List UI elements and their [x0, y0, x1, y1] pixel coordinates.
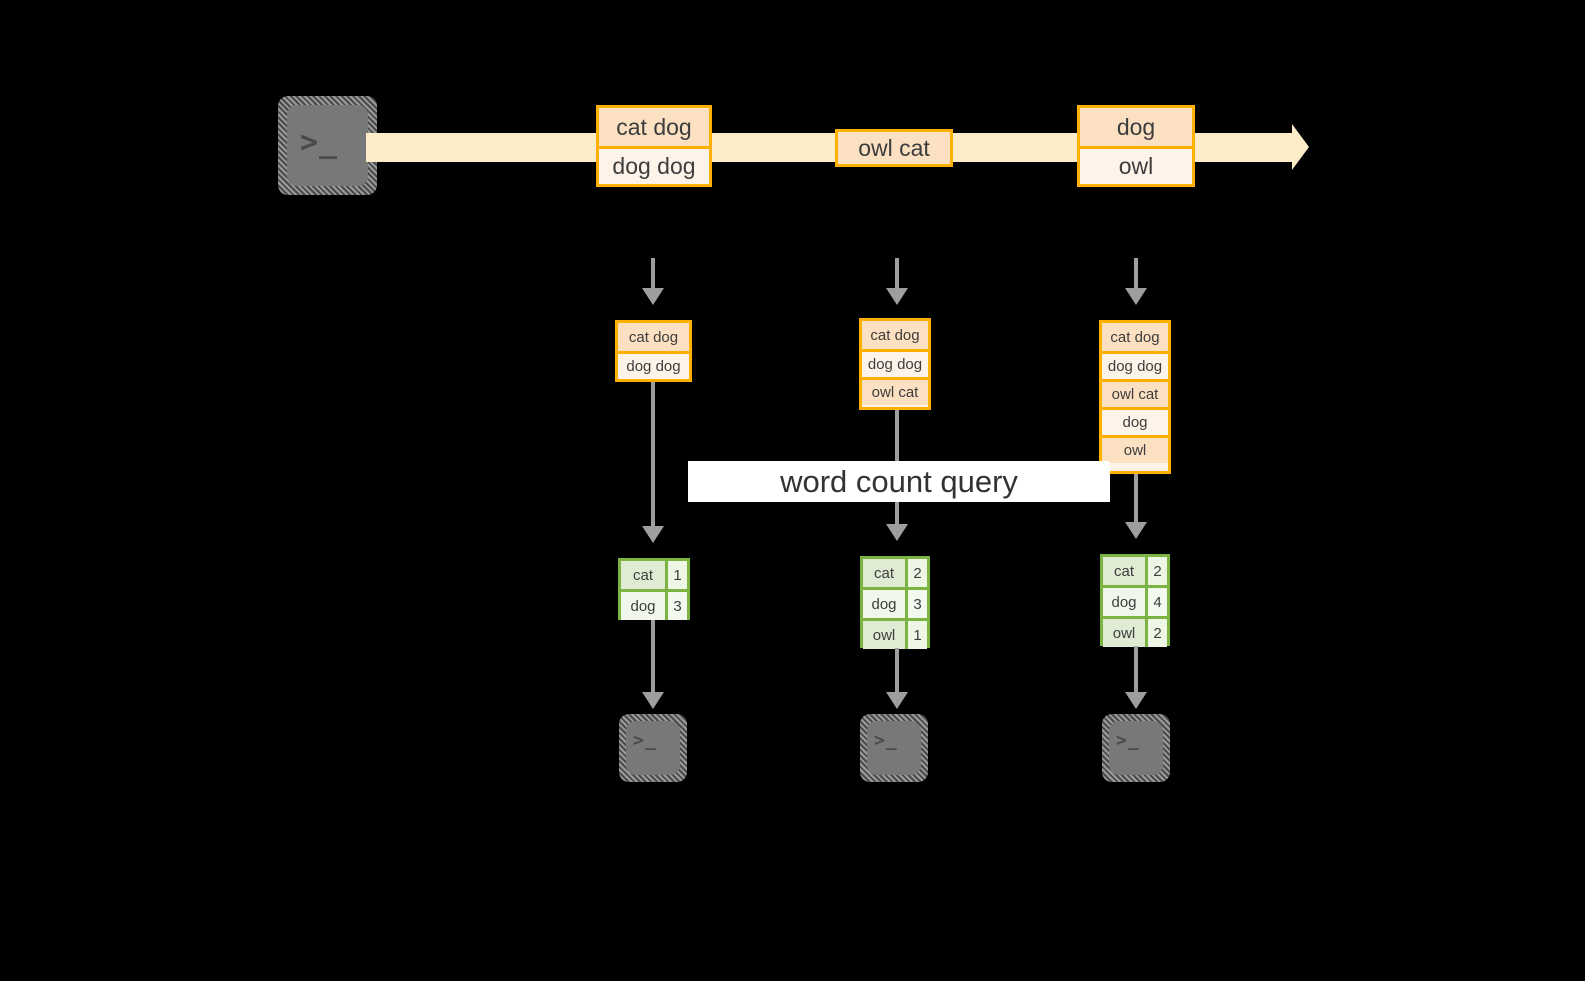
table-cell-count: 3 — [665, 592, 687, 620]
table-cell-word: dog — [863, 590, 905, 618]
table-cell-count: 4 — [1145, 588, 1167, 616]
table-cell-count: 2 — [905, 559, 927, 587]
table-row: dog 4 — [1103, 585, 1167, 616]
table-cell-word: cat — [1103, 557, 1145, 585]
accumulated-line: dog dog — [1102, 351, 1168, 379]
terminal-prompt-glyph: >_ — [1116, 730, 1140, 751]
accumulated-line: cat dog — [1102, 323, 1168, 351]
connector-arrow-col1-lower — [642, 692, 664, 709]
accumulated-line: owl — [1102, 435, 1168, 463]
table-cell-word: owl — [863, 621, 905, 649]
accumulated-messages-col3: cat dog dog dog owl cat dog owl — [1099, 320, 1171, 474]
table-cell-word: owl — [1103, 619, 1145, 647]
terminal-screen — [1109, 721, 1163, 775]
source-terminal-icon: >_ — [278, 96, 377, 195]
result-table-col3: cat 2 dog 4 owl 2 — [1100, 554, 1170, 647]
result-table-col2: cat 2 dog 3 owl 1 — [860, 556, 930, 649]
table-cell-word: cat — [621, 561, 665, 589]
connector-line-col2-lower — [895, 648, 899, 694]
stream-message-1: cat dog dog dog — [596, 105, 712, 187]
dashed-arrow-head-col2 — [886, 288, 908, 305]
table-row: dog 3 — [621, 589, 687, 620]
table-cell-word: cat — [863, 559, 905, 587]
accumulated-line: cat dog — [618, 323, 689, 351]
table-cell-count: 2 — [1145, 619, 1167, 647]
dashed-arrow-head-col3 — [1125, 288, 1147, 305]
table-cell-word: dog — [621, 592, 665, 620]
accumulated-messages-col1: cat dog dog dog — [615, 320, 692, 382]
table-cell-word: dog — [1103, 588, 1145, 616]
connector-line-col3-upper — [1134, 474, 1138, 524]
accumulated-line: cat dog — [862, 321, 928, 349]
accumulated-line: dog dog — [862, 349, 928, 377]
stream-message-2: owl cat — [835, 129, 953, 167]
table-cell-count: 3 — [905, 590, 927, 618]
stream-message-line: dog — [1080, 108, 1192, 146]
terminal-prompt-glyph: >_ — [874, 730, 898, 751]
connector-arrow-col3-upper — [1125, 522, 1147, 539]
terminal-screen — [867, 721, 921, 775]
terminal-prompt-glyph: >_ — [300, 125, 339, 160]
stream-arrow-head — [1292, 124, 1309, 170]
result-table-col1: cat 1 dog 3 — [618, 558, 690, 620]
dashed-arrow-down-icon-col1 — [651, 258, 655, 290]
connector-line-col1-upper — [651, 382, 655, 528]
terminal-screen — [626, 721, 680, 775]
sink-terminal-col2: >_ — [860, 714, 928, 782]
connector-line-col3-lower — [1134, 646, 1138, 694]
connector-line-col1-lower — [651, 620, 655, 694]
stream-message-line: cat dog — [599, 108, 709, 146]
table-cell-count: 1 — [665, 561, 687, 589]
accumulated-line: dog — [1102, 407, 1168, 435]
table-cell-count: 1 — [905, 621, 927, 649]
dashed-arrow-down-icon-col3 — [1134, 258, 1138, 290]
dashed-arrow-down-icon-col2 — [895, 258, 899, 290]
sink-terminal-col1: >_ — [619, 714, 687, 782]
connector-arrow-col2-upper — [886, 524, 908, 541]
terminal-screen — [287, 105, 368, 186]
accumulated-line: owl cat — [1102, 379, 1168, 407]
stream-message-3: dog owl — [1077, 105, 1195, 187]
accumulated-line: owl cat — [862, 377, 928, 405]
sink-terminal-col3: >_ — [1102, 714, 1170, 782]
table-cell-count: 2 — [1145, 557, 1167, 585]
accumulated-messages-col2: cat dog dog dog owl cat — [859, 318, 931, 410]
table-row: owl 1 — [863, 618, 927, 649]
word-count-query-banner: word count query — [688, 461, 1110, 502]
terminal-prompt-glyph: >_ — [633, 730, 657, 751]
connector-arrow-col3-lower — [1125, 692, 1147, 709]
table-row: cat 1 — [621, 561, 687, 589]
table-row: cat 2 — [863, 559, 927, 587]
table-row: cat 2 — [1103, 557, 1167, 585]
dashed-arrow-head-col1 — [642, 288, 664, 305]
connector-arrow-col2-lower — [886, 692, 908, 709]
connector-arrow-col1-upper — [642, 526, 664, 543]
stream-message-line: dog dog — [599, 146, 709, 184]
table-row: dog 3 — [863, 587, 927, 618]
accumulated-line: dog dog — [618, 351, 689, 379]
stream-message-line: owl — [1080, 146, 1192, 184]
table-row: owl 2 — [1103, 616, 1167, 647]
